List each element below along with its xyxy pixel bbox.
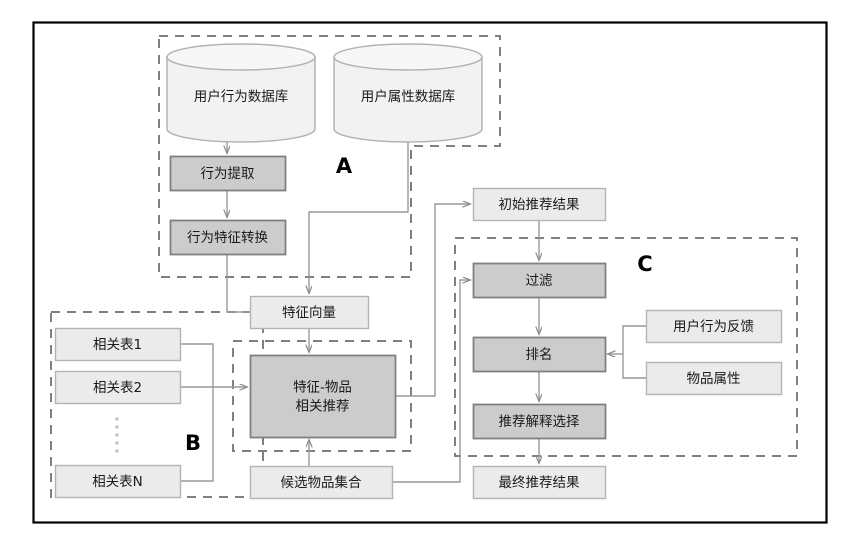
node-box <box>472 187 607 222</box>
node-label: 过滤 <box>526 273 554 289</box>
node-label: 行为提取 <box>201 166 255 182</box>
node-user-behavior-feedback[interactable]: 用户行为反馈 <box>645 309 783 344</box>
node-filter[interactable]: 过滤 <box>472 262 607 299</box>
database-label: 用户属性数据库 <box>361 88 456 105</box>
node-box <box>645 361 783 396</box>
edge-table1-bracket <box>180 343 214 482</box>
node-box <box>472 465 607 500</box>
node-label: 相关推荐 <box>296 399 350 415</box>
edge-candidate-to-filter <box>392 280 470 483</box>
edge-feedback-bracket <box>622 325 646 379</box>
node-box <box>169 155 287 192</box>
group-region-c <box>454 237 798 457</box>
edge-db2-to-featurevector <box>309 142 409 293</box>
node-label: 特征-物品 <box>293 380 352 396</box>
database-label: 用户行为数据库 <box>194 88 289 105</box>
node-related-table-n[interactable]: 相关表N <box>54 464 182 499</box>
node-box <box>249 354 397 439</box>
cylinder-top <box>166 43 316 71</box>
edge-recommend-to-initial <box>395 204 470 397</box>
node-box <box>54 327 182 362</box>
database-user-attribute-db[interactable]: 用户属性数据库 <box>333 43 483 143</box>
node-related-table-2[interactable]: 相关表2 <box>54 370 182 405</box>
node-box <box>169 219 287 256</box>
node-box <box>472 336 607 373</box>
node-box <box>54 464 182 499</box>
group-region-a <box>158 35 501 278</box>
node-label: 相关表N <box>92 474 143 490</box>
node-item-attribute[interactable]: 物品属性 <box>645 361 783 396</box>
node-box <box>249 295 370 330</box>
database-layer: 用户行为数据库 用户属性数据库 <box>166 43 483 143</box>
node-label: 最终推荐结果 <box>499 475 580 491</box>
node-final-recommend-result[interactable]: 最终推荐结果 <box>472 465 607 500</box>
group-label-C: C <box>637 252 652 276</box>
cylinder-body <box>166 56 316 143</box>
node-initial-recommend-result[interactable]: 初始推荐结果 <box>472 187 607 222</box>
node-label: 相关表2 <box>93 380 142 396</box>
node-behavior-extraction[interactable]: 行为提取 <box>169 155 287 192</box>
cylinder-top <box>333 43 483 71</box>
group-label-A: A <box>336 154 353 178</box>
node-label: 排名 <box>526 347 553 363</box>
node-box <box>472 262 607 299</box>
node-recommend-explain-select[interactable]: 推荐解释选择 <box>472 403 607 440</box>
node-candidate-item-set[interactable]: 候选物品集合 <box>249 465 394 500</box>
node-label: 物品属性 <box>687 371 741 387</box>
node-behavior-feature-transform[interactable]: 行为特征转换 <box>169 219 287 256</box>
node-label: 初始推荐结果 <box>499 196 580 213</box>
node-related-table-1[interactable]: 相关表1 <box>54 327 182 362</box>
node-label: 特征向量 <box>282 305 336 321</box>
node-box <box>472 403 607 440</box>
group-label-B: B <box>185 431 201 455</box>
node-label: 推荐解释选择 <box>499 414 580 430</box>
cylinder-body <box>333 56 483 143</box>
node-label: 行为特征转换 <box>187 230 268 246</box>
node-box <box>54 370 182 405</box>
node-label: 用户行为反馈 <box>673 318 754 335</box>
node-box <box>645 309 783 344</box>
node-ranking[interactable]: 排名 <box>472 336 607 373</box>
ellipsis-vertical <box>115 417 119 453</box>
node-label: 相关表1 <box>93 337 142 353</box>
node-label: 候选物品集合 <box>281 475 362 491</box>
group-label-layer: A B C <box>185 154 653 455</box>
database-user-behavior-db[interactable]: 用户行为数据库 <box>166 43 316 143</box>
node-box <box>249 465 394 500</box>
node-feature-vector[interactable]: 特征向量 <box>249 295 370 330</box>
